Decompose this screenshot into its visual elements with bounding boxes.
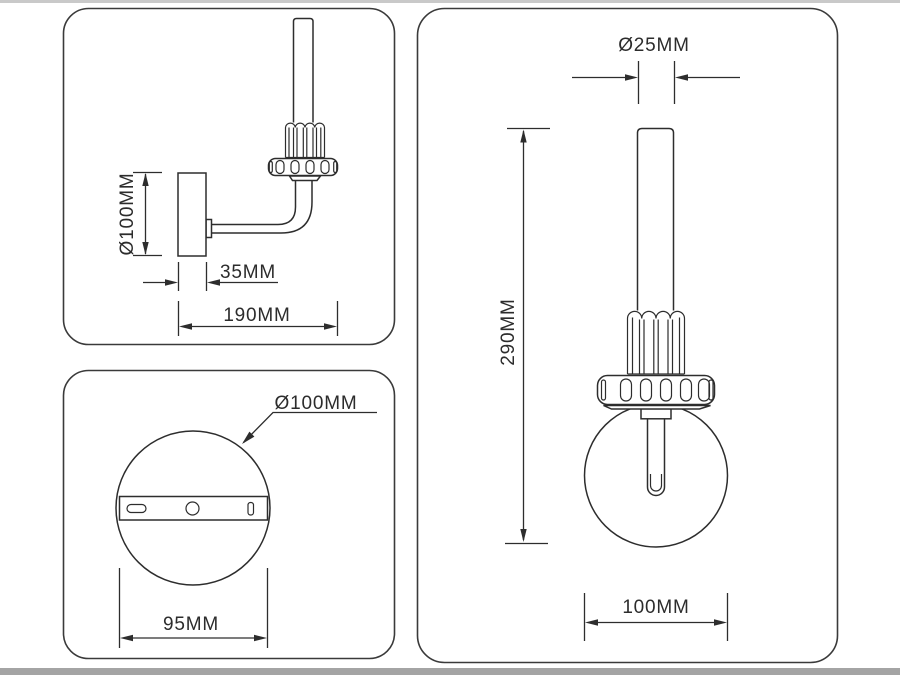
candle-tube-side [292,17,314,123]
mounting-arm [205,180,313,239]
dim-globe-width: 100MM [583,593,729,641]
dim-total-height-label: 290MM [498,298,519,365]
dim-mount-spacing: 95MM [118,568,269,648]
mounting-bracket [118,495,269,521]
dim-globe-width-label: 100MM [622,597,689,618]
lamp-socket-stem [640,408,672,497]
dim-plate-diameter-label: Ø100MM [117,173,138,256]
panel-back-view: Ø100MM 95MM [62,369,396,660]
dim-mount-spacing-label: 95MM [163,614,219,635]
dim-arm-length: 190MM [177,301,339,336]
panel-side-view: Ø100MM 35MM 190MM [62,7,396,346]
panel-frame [62,7,396,346]
dim-wall-offset: 35MM [143,262,278,291]
screw-slot-right [247,501,255,516]
top-border-strip [0,0,900,3]
dim-arm-length-label: 190MM [223,305,290,326]
dim-tube-diameter: Ø25MM [572,35,740,104]
bottom-border-strip [0,668,900,675]
ribbed-holder-side [284,122,326,159]
dim-plate-diameter: Ø100MM [117,171,162,257]
cable-hole [185,501,200,516]
dim-backplate-diameter: Ø100MM [242,393,377,444]
dim-tube-diameter-label: Ø25MM [618,35,690,56]
dim-total-height: 290MM [498,127,550,545]
collar-front [596,374,716,410]
panel-frame [416,7,839,664]
dim-wall-offset-label: 35MM [220,262,276,283]
backplate-circle [115,430,271,586]
ribbed-holder-front [626,310,686,375]
wall-plate [177,172,207,257]
candle-tube-front [636,127,675,311]
panel-front-view: Ø25MM [416,7,839,664]
screw-slot-left [126,503,147,514]
collar-side [267,157,339,182]
panel-frame [62,369,396,660]
dim-backplate-diameter-label: Ø100MM [275,393,358,414]
socket-bracket [640,408,672,420]
